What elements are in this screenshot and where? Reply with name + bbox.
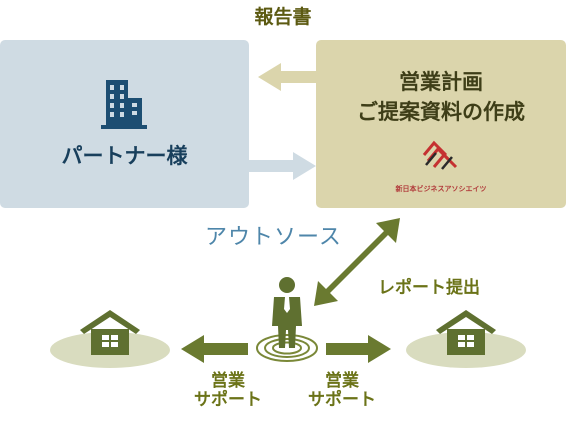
- company-logo-text: 新日本ビジネスアソシエイツ: [395, 185, 487, 193]
- report-submit-arrow: [314, 218, 400, 306]
- logo-icon: [422, 140, 458, 170]
- building-icon: [101, 80, 147, 129]
- support-right-line2: サポート: [308, 390, 376, 410]
- plan-title-line1: 営業計画: [399, 70, 483, 94]
- support-arrow-left: [181, 335, 248, 363]
- person-icon: [272, 277, 302, 348]
- support-left-line2: サポート: [194, 390, 262, 410]
- report-label: 報告書: [254, 6, 312, 28]
- outsource-arrow: [249, 152, 316, 180]
- report-submit-label: レポート提出: [378, 278, 480, 298]
- plan-box: [316, 40, 566, 208]
- support-arrow-right: [326, 335, 391, 363]
- support-left-line1: 営業: [211, 371, 245, 391]
- outsource-label: アウトソース: [205, 225, 342, 250]
- ripple-rings: [256, 334, 318, 362]
- support-right-line1: 営業: [325, 371, 359, 391]
- house-icon: [80, 310, 140, 355]
- partner-label: パートナー様: [61, 144, 188, 168]
- support-label-left: 営業 サポート: [180, 372, 276, 410]
- support-label-right: 営業 サポート: [294, 372, 390, 410]
- plan-title-line2: ご提案資料の作成: [357, 100, 525, 124]
- house-icon: [436, 310, 496, 355]
- report-arrow: [258, 63, 316, 91]
